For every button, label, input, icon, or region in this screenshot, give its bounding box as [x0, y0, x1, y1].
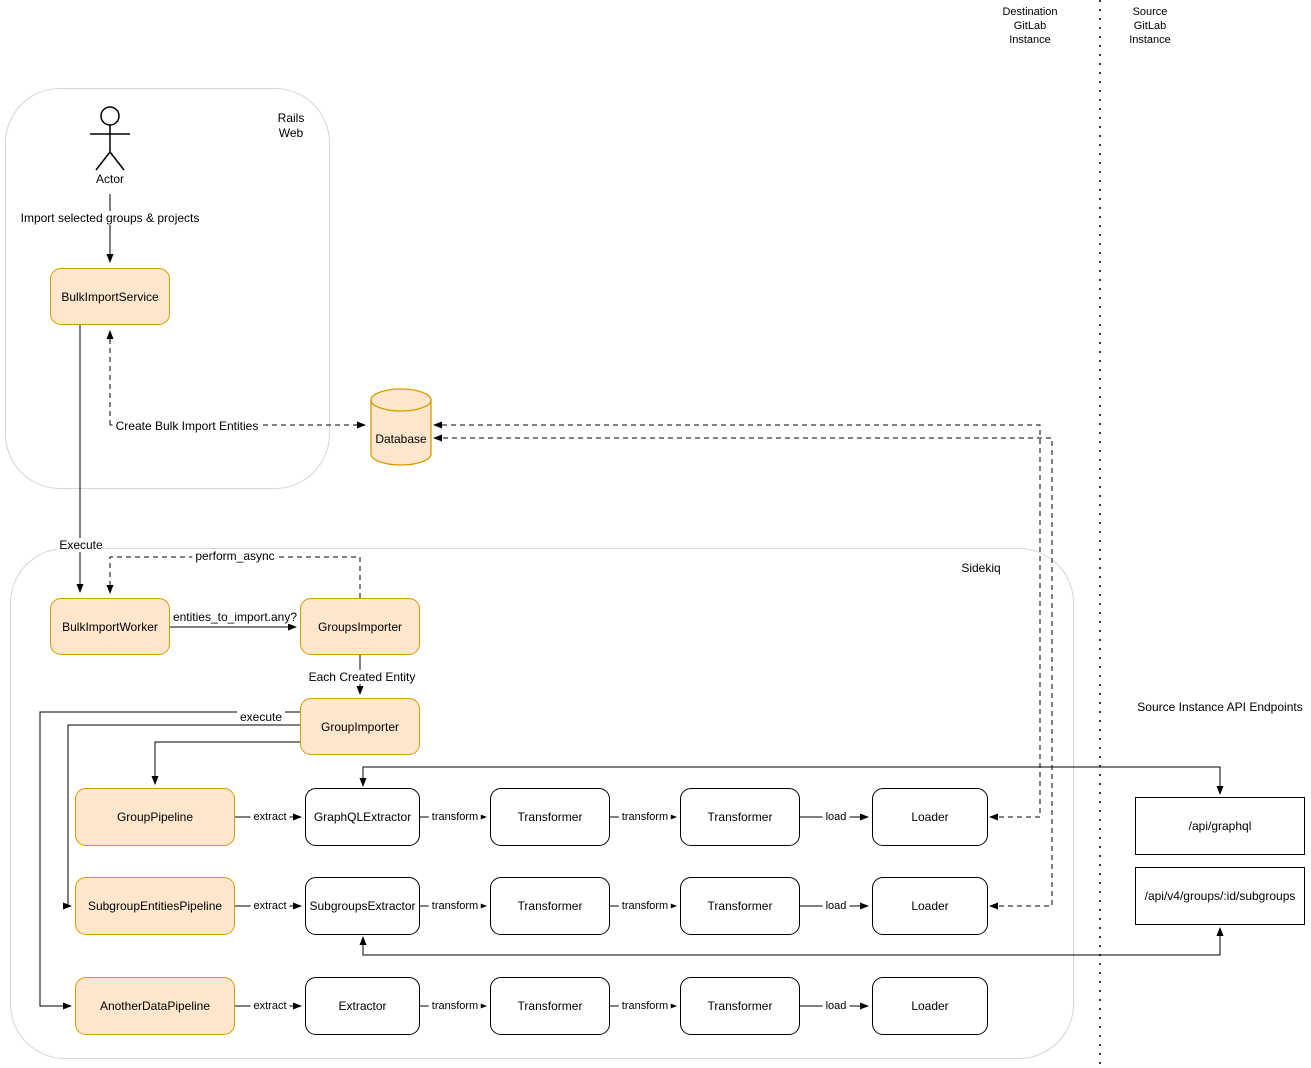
edge-to-anotherdata-pipeline	[39, 711, 300, 1010]
label-transform: transform	[428, 1000, 482, 1012]
node-anotherdata-pipeline: AnotherDataPipeline	[75, 977, 235, 1035]
source-instance-label: Source GitLab Instance	[1129, 6, 1171, 46]
label-transform: transform	[428, 811, 482, 823]
node-transformer: Transformer	[490, 788, 610, 846]
node-bulk-import-service: BulkImportService	[50, 268, 170, 325]
label-entities-any: entities_to_import.any?	[169, 610, 301, 624]
label-load: load	[822, 811, 850, 823]
label-transform: transform	[618, 900, 672, 912]
node-graphql-extractor: GraphQLExtractor	[305, 788, 420, 846]
label-load: load	[822, 900, 850, 912]
node-transformer: Transformer	[680, 977, 800, 1035]
label-perform-async: perform_async	[192, 549, 278, 563]
node-api-subgroups: /api/v4/groups/:id/subgroups	[1135, 867, 1305, 925]
edge-subgroups-endpoint	[359, 927, 1224, 956]
label-execute: Execute	[56, 538, 106, 552]
node-api-graphql: /api/graphql	[1135, 797, 1305, 855]
node-transformer: Transformer	[680, 877, 800, 935]
node-group-pipeline: GroupPipeline	[75, 788, 235, 846]
node-transformer: Transformer	[490, 977, 610, 1035]
node-extractor: Extractor	[305, 977, 420, 1035]
node-loader: Loader	[872, 788, 988, 846]
edge-loader2-database	[433, 434, 1053, 910]
edge-perform-async	[106, 556, 361, 598]
node-loader: Loader	[872, 877, 988, 935]
rails-web-label: Rails Web	[277, 111, 305, 140]
node-group-importer: GroupImporter	[300, 698, 420, 755]
label-extract: extract	[250, 811, 290, 823]
label-transform: transform	[618, 811, 672, 823]
node-subgroup-entities-pipeline: SubgroupEntitiesPipeline	[75, 877, 235, 935]
destination-instance-label: Destination GitLab Instance	[1002, 6, 1058, 46]
node-transformer: Transformer	[490, 877, 610, 935]
edge-loader1-database	[433, 421, 1041, 821]
rails-web-container: Rails Web	[5, 88, 330, 489]
actor-icon	[90, 106, 130, 171]
label-extract: extract	[250, 1000, 290, 1012]
label-transform: transform	[428, 900, 482, 912]
label-group-importer-execute: execute	[236, 710, 286, 724]
edge-to-subgroup-pipeline	[63, 724, 300, 910]
label-import-selected: Import selected groups & projects	[17, 211, 203, 225]
label-extract: extract	[250, 900, 290, 912]
label-each-created: Each Created Entity	[305, 670, 419, 684]
node-bulk-import-worker: BulkImportWorker	[50, 598, 170, 655]
node-groups-importer: GroupsImporter	[300, 598, 420, 655]
label-load: load	[822, 1000, 850, 1012]
database-icon	[370, 388, 432, 466]
label-transform: transform	[618, 1000, 672, 1012]
label-create-entities: Create Bulk Import Entities	[112, 419, 262, 433]
node-loader: Loader	[872, 977, 988, 1035]
actor-label: Actor	[95, 172, 124, 186]
lane-divider	[1099, 0, 1101, 1068]
node-transformer: Transformer	[680, 788, 800, 846]
api-endpoints-title: Source Instance API Endpoints	[1137, 700, 1303, 714]
edge-to-group-pipeline	[151, 741, 300, 785]
database-label: Database	[375, 432, 427, 446]
node-subgroups-extractor: SubgroupsExtractor	[305, 877, 420, 935]
